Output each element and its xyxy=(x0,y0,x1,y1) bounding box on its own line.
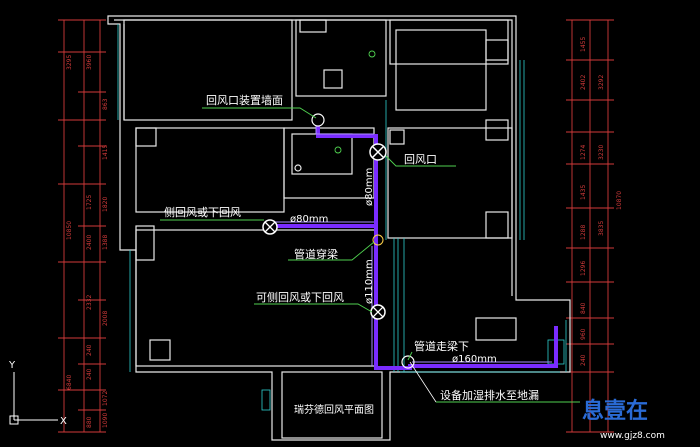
dim-left-outer-5: 240 xyxy=(86,344,93,356)
dim-left-outer-2: 1725 xyxy=(86,195,93,210)
dim-right-outer-3: 10870 xyxy=(616,191,623,210)
dim-left-inner-6: 1090 xyxy=(102,413,109,428)
dim-right-inner-5: 1296 xyxy=(580,261,587,276)
dim-left-inner-5: 1072 xyxy=(102,391,109,406)
ducts xyxy=(270,120,558,370)
dim-right-inner-2: 1274 xyxy=(580,145,587,160)
dim-right-inner-4: 1288 xyxy=(580,225,587,240)
dim-left-outer-6: 6840 xyxy=(66,375,73,390)
dim-left-outer-4: 2332 xyxy=(86,295,93,310)
label-drain-note: 设备加湿排水至地漏 xyxy=(440,388,539,402)
dim-left-inner-1: 1415 xyxy=(102,145,109,160)
pipe-size-d160: ø160mm xyxy=(452,354,497,365)
vent-nodes xyxy=(262,113,415,369)
label-side-or-bottom-return: 侧回风或下回风 xyxy=(164,206,241,219)
label-return-vent: 回风口 xyxy=(404,153,437,166)
dim-left-inner-3: 1388 xyxy=(102,235,109,250)
axis-y-label: Y xyxy=(8,360,16,371)
dim-left-inner-2: 1820 xyxy=(102,197,109,212)
dim-left-outer-0: 3295 xyxy=(66,55,73,70)
dim-right-outer-1: 3230 xyxy=(598,145,605,160)
label-return-vent-wall: 回风口装置墙面 xyxy=(206,93,283,107)
dim-left-outer-1: 3960 xyxy=(86,55,93,70)
dim-left-inner-8: 240 xyxy=(86,368,93,380)
dim-right-inner-0: 1455 xyxy=(580,37,587,52)
watermark-logo: 息壹在 www.gjz8.com xyxy=(582,398,665,441)
return-vent-wall-node xyxy=(311,113,325,127)
label-pipe-under-beam: 管道走梁下 xyxy=(414,339,469,353)
dim-right-outer-2: 3835 xyxy=(598,221,605,236)
drawing-title: 瑞芬德回风平面图 xyxy=(294,403,374,416)
label-pipe-through-beam: 管道穿梁 xyxy=(294,247,338,261)
dim-right-inner-3: 1435 xyxy=(580,185,587,200)
ucs-axis-icon: Y X xyxy=(8,360,67,427)
pipe-size-d80-h: ø80mm xyxy=(290,214,328,225)
dim-left-outer-3: 2400 xyxy=(86,235,93,250)
hatching xyxy=(117,24,567,411)
watermark-brand: 息壹在 xyxy=(582,398,648,424)
pipe-size-d110: ø110mm xyxy=(364,259,375,304)
dim-left-inner-7: 880 xyxy=(86,416,93,428)
watermark-url: www.gjz8.com xyxy=(600,431,665,441)
leader-lines xyxy=(160,107,580,403)
dim-right-inner-6: 840 xyxy=(580,302,587,314)
dim-right-inner-7: 960 xyxy=(580,328,587,340)
pipe-size-d80-v: ø80mm xyxy=(364,168,375,206)
dimension-lines: 3295 3960 1725 2400 2332 240 6840 10850 … xyxy=(58,19,623,433)
dim-right-inner-8: 240 xyxy=(580,354,587,366)
dim-right-outer-0: 3292 xyxy=(598,75,605,90)
dim-left-outer-7: 10850 xyxy=(66,221,73,240)
label-optional-side-return: 可侧回风或下回风 xyxy=(256,291,344,304)
dim-left-inner-0: 863 xyxy=(102,98,109,110)
axis-x-label: X xyxy=(60,416,67,427)
walls xyxy=(107,15,571,441)
dim-right-inner-1: 2402 xyxy=(580,75,587,90)
dim-left-inner-4: 2008 xyxy=(102,311,109,326)
